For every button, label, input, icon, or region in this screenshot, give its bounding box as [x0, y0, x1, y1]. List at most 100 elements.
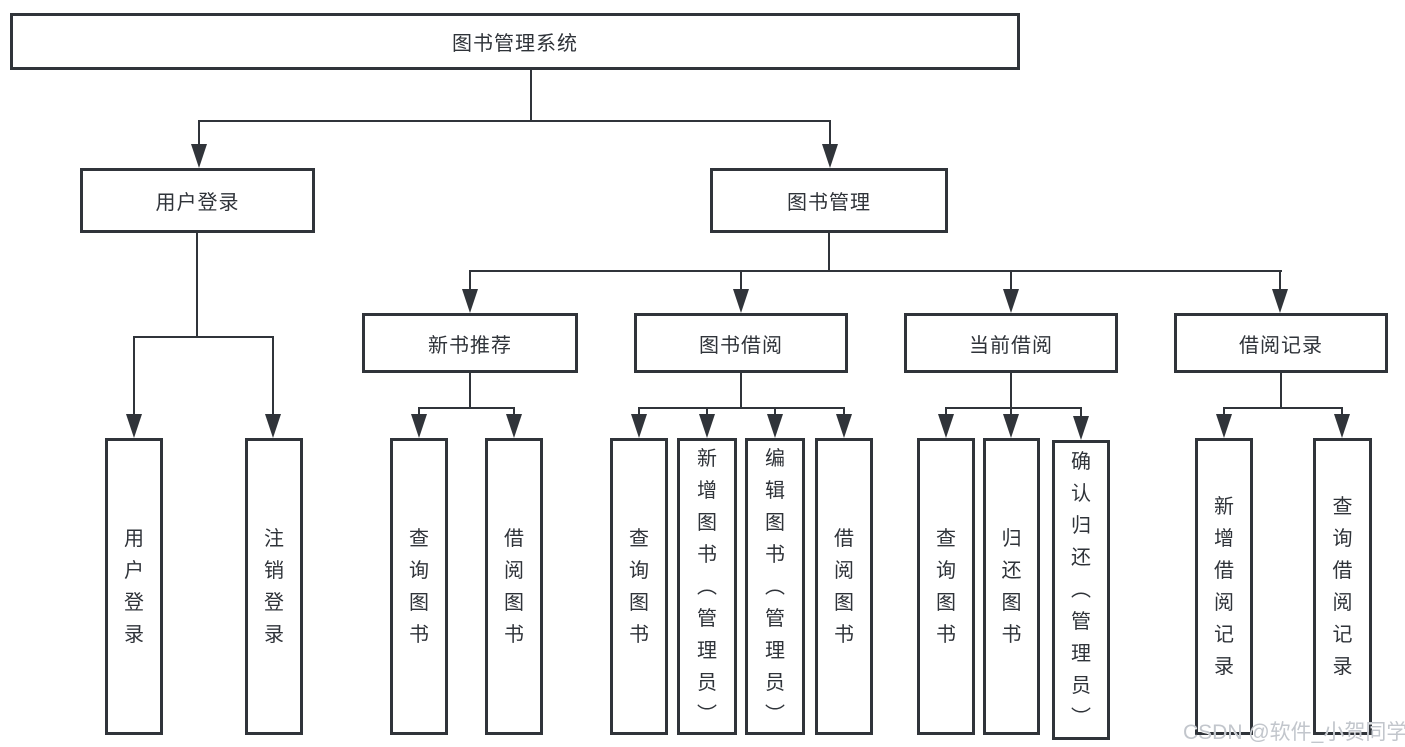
leaf-label-char: 新: [697, 447, 717, 470]
leaf-label-char: 用: [124, 527, 144, 550]
leaf-confirm-return-admin: 确认归还︵管理员︶: [1052, 440, 1110, 740]
node-label: 当前借阅: [969, 334, 1053, 357]
leaf-add-book-admin: 新增图书︵管理员︶: [677, 438, 737, 735]
connector-drop: [740, 270, 742, 291]
leaf-label-char: 阅: [504, 559, 524, 582]
leaf-label-char: 图: [504, 591, 524, 614]
connector-stem: [469, 373, 471, 409]
leaf-label-char: 增: [1214, 527, 1234, 550]
leaf-label-char: 管: [1071, 611, 1091, 633]
connector-drop: [469, 270, 471, 291]
leaf-label-char: 图: [834, 591, 854, 614]
leaf-label-char: 书: [1001, 623, 1022, 646]
leaf-label-char: 辑: [765, 479, 785, 502]
leaf-label-char: 归: [1071, 515, 1091, 537]
leaf-label-char: 书: [409, 623, 429, 646]
leaf-query-books-current: 查询图书: [917, 438, 975, 735]
leaf-label-char: 查: [629, 527, 649, 550]
arrow-down-icon: [191, 144, 207, 168]
leaf-label-char: 阅: [834, 559, 854, 582]
connector-drop: [1279, 270, 1281, 291]
leaf-label-char: 员: [765, 671, 785, 694]
connector-drop: [1223, 407, 1225, 419]
node-book-management: 图书管理: [710, 168, 948, 233]
leaf-label-char: 记: [1332, 623, 1353, 646]
connector-stem: [1280, 373, 1282, 409]
leaf-label-char: 图: [936, 591, 956, 614]
connector-drop: [513, 407, 515, 419]
arrow-down-icon: [411, 414, 427, 438]
leaf-label-char: 书: [629, 623, 649, 646]
leaf-label-char: ︵: [1071, 579, 1091, 601]
node-library-management-system: 图书管理系统: [10, 13, 1020, 70]
node-book-borrow: 图书借阅: [634, 313, 848, 373]
leaf-borrow-books-recommend: 借阅图书: [485, 438, 543, 735]
leaf-label-char: 书: [936, 623, 956, 646]
connector-bus: [638, 407, 845, 409]
leaf-user-login: 用户登录: [105, 438, 163, 735]
leaf-label-char: 户: [124, 559, 144, 582]
leaf-label-char: 书: [765, 543, 785, 566]
leaf-label-char: 询: [1332, 527, 1353, 550]
leaf-return-books: 归还图书: [983, 438, 1040, 735]
leaf-label-char: 编: [765, 447, 785, 470]
leaf-label-char: 员: [1071, 675, 1091, 697]
arrow-down-icon: [836, 414, 852, 438]
arrow-down-icon: [1073, 416, 1089, 440]
arrow-down-icon: [1334, 414, 1350, 438]
leaf-label-char: ︵: [765, 575, 785, 598]
leaf-label-char: 录: [124, 623, 144, 646]
node-label: 新书推荐: [428, 334, 512, 357]
connector-stem: [828, 233, 830, 272]
connector-drop: [829, 120, 831, 148]
leaf-label-char: 增: [697, 479, 717, 502]
leaf-label-char: 理: [697, 639, 717, 662]
arrow-down-icon: [938, 414, 954, 438]
node-new-book-recommend: 新书推荐: [362, 313, 578, 373]
leaf-label-char: 录: [264, 623, 284, 646]
leaf-label-char: 管: [765, 607, 785, 630]
leaf-label-char: 管: [697, 607, 717, 630]
leaf-edit-book-admin: 编辑图书︵管理员︶: [745, 438, 805, 735]
leaf-label-char: ︵: [697, 575, 717, 598]
leaf-label-char: 销: [264, 559, 284, 582]
node-current-borrow: 当前借阅: [904, 313, 1118, 373]
leaf-label-char: 借: [504, 527, 524, 550]
connector-drop: [1341, 407, 1343, 419]
leaf-logout: 注销登录: [245, 438, 303, 735]
leaf-add-borrow-record: 新增借阅记录: [1195, 438, 1253, 735]
arrow-down-icon: [822, 144, 838, 168]
connector-drop: [198, 120, 200, 148]
leaf-label-char: 记: [1214, 623, 1234, 646]
leaf-label-char: 阅: [1332, 591, 1353, 614]
leaf-label-char: 书: [504, 623, 524, 646]
leaf-label-char: 图: [697, 511, 717, 534]
arrow-down-icon: [265, 414, 281, 438]
leaf-label-char: 询: [936, 559, 956, 582]
node-label: 图书借阅: [699, 334, 783, 357]
leaf-label-char: 录: [1332, 655, 1353, 678]
node-label: 图书管理系统: [452, 33, 578, 55]
connector-drop: [1080, 407, 1082, 419]
leaf-label-char: 查: [409, 527, 429, 550]
leaf-label-char: 图: [1001, 591, 1022, 614]
leaf-label-char: 确: [1071, 451, 1091, 473]
connector-drop: [774, 407, 776, 419]
leaf-label-char: 录: [1214, 655, 1234, 678]
arrow-down-icon: [767, 414, 783, 438]
leaf-label-char: 理: [765, 639, 785, 662]
leaf-label-char: 新: [1214, 495, 1234, 518]
leaf-label-char: 查: [1332, 495, 1353, 518]
leaf-label-char: ︶: [765, 703, 785, 726]
connector-drop: [945, 407, 947, 419]
node-label: 用户登录: [155, 192, 240, 214]
leaf-label-char: ︶: [1071, 707, 1091, 729]
connector-stem: [740, 373, 742, 409]
connector-root-bus: [198, 120, 831, 122]
leaf-label-char: 还: [1071, 547, 1091, 569]
node-borrow-records: 借阅记录: [1174, 313, 1388, 373]
leaf-label-char: 归: [1001, 527, 1022, 550]
node-label: 图书管理: [787, 192, 871, 214]
leaf-borrow-books: 借阅图书: [815, 438, 873, 735]
